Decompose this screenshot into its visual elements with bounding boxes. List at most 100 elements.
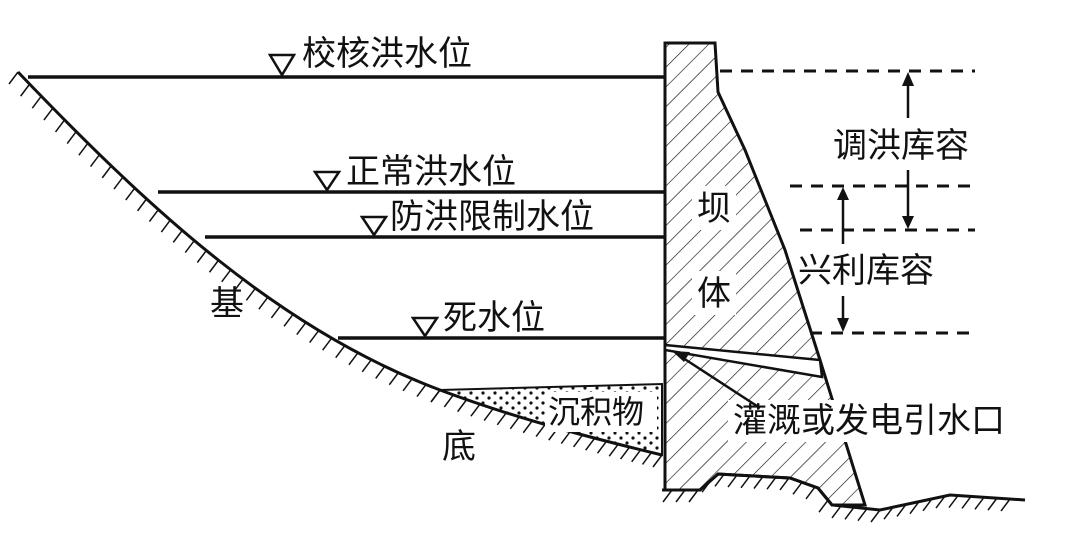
ground-hatch-tick [1000,498,1011,512]
flood-storage-arrow-up-icon [902,72,914,86]
bank-hatch-tick [619,446,631,460]
ground-hatch-tick [662,489,673,503]
bank-hatch-tick [245,287,256,301]
flood-limit-level-icon [359,215,389,238]
bank-hatch-tick [430,389,441,403]
normal-water-level-label: 正常洪水位 [346,152,516,192]
foundation-label-2: 底 [442,427,476,467]
bank-hatch-tick [585,437,596,451]
ground-hatch-tick [922,498,933,512]
bank-hatch-tick [296,322,307,336]
bank-hatch-tick [233,278,244,292]
flood-storage-label: 调洪库容 [833,126,969,166]
ground-hatch-tick [961,495,972,509]
bank-hatch-tick [470,403,481,417]
bank-hatch-tick [608,443,619,457]
ground-hatch-tick [935,495,946,509]
bank-hatch-tick [148,209,160,222]
bank-hatch-tick [361,359,372,373]
ground-hatch-tick [896,503,907,517]
ground-hatch-tick [974,496,985,510]
ground-hatch-tick [779,477,790,491]
bank-hatch-tick [348,352,359,366]
bank-hatch-tick [496,412,507,426]
sediment-label: 沉积物 [548,393,644,431]
ground-hatch-tick [753,476,764,489]
ground-hatch-tick [818,499,829,513]
ground-hatch-tick [714,473,725,487]
bank-hatch-tick [572,434,584,448]
check-flood-level-label: 校核洪水位 [302,34,472,74]
dam-label-bg-2 [692,271,736,315]
ground-hatch-tick [844,506,855,520]
downstream-ground-hatching [662,473,1011,523]
bank-hatch-tick [54,119,66,133]
ground-hatch-tick [792,481,803,495]
bank-hatch-tick [416,384,427,398]
ground-hatch-tick [909,501,920,515]
outlet-label-bg [728,400,1028,442]
normal-water-level-icon [312,170,342,193]
outlet-tunnel [663,343,824,379]
bank-hatch-tick [66,131,77,145]
bank-hatch-tick [125,187,136,201]
bank-hatch-tick [483,408,494,422]
ground-hatch-tick [688,489,699,503]
bank-hatch-tick [43,107,54,121]
bank-hatch-tick [208,259,220,273]
ground-hatch-tick [831,505,842,519]
outlet-pointer-line [679,354,761,410]
bank-hatch-tick [184,240,195,253]
bank-hatch-tick [221,269,232,283]
foundation-label-1: 基 [210,284,244,324]
ground-hatch-tick [766,476,777,490]
bank-hatch-tick [172,229,183,243]
bank-hatch-tick [309,330,320,343]
bank-hatch-tick [270,305,281,319]
outlet-pointer-arrowhead [672,351,690,362]
ground-hatch-tick [740,475,751,489]
check-flood-level-icon [267,53,297,78]
ground-hatch-tick [987,497,998,511]
bank-hatch-tick [560,431,571,445]
beneficial-storage-arrow-up-icon [837,187,849,200]
dam-label-bg-1 [692,186,736,230]
ground-hatch-tick [675,489,686,503]
sediment-label-bg [545,392,657,432]
bank-hatch-tick [535,424,546,437]
downstream-ground-line [662,472,1026,512]
bank-hatch-tick [631,449,642,463]
bank-hatch-tick [283,313,294,327]
bank-hatch-tick [101,165,112,179]
bank-hatch-tick [258,296,269,310]
flood-limit-level-label: 防洪限制水位 [390,197,594,237]
bank-hatch-tick [113,176,124,190]
bank-hatch-tick [388,372,399,386]
bank-hatch-tick [509,416,520,430]
ground-hatch-tick [883,506,894,520]
bank-hatch-tick [402,378,413,392]
bank-hatch-tick [78,142,89,156]
dam-label-2: 体 [697,274,731,314]
beneficial-storage-arrow-down-icon [837,318,849,332]
bank-hatch-tick [31,95,42,109]
ground-hatch-tick [870,509,881,523]
dead-water-level-label: 死水位 [443,298,545,338]
left-bank-hatching [8,71,663,468]
bank-hatch-tick [89,154,101,168]
ground-hatch-tick [701,479,712,493]
bank-hatch-tick [20,83,31,97]
bank-hatch-tick [8,71,19,85]
bank-hatch-tick [522,420,533,434]
dead-water-level-icon [410,316,440,339]
flood-storage-arrow-down-icon [902,216,914,229]
ground-hatch-tick [727,474,738,488]
bank-hatch-tick [322,337,333,351]
bank-hatch-tick [641,452,653,465]
bank-hatch-tick [457,399,468,413]
ground-hatch-tick [805,486,816,500]
bank-hatch-tick [136,198,148,212]
ground-hatch-tick [857,508,868,522]
